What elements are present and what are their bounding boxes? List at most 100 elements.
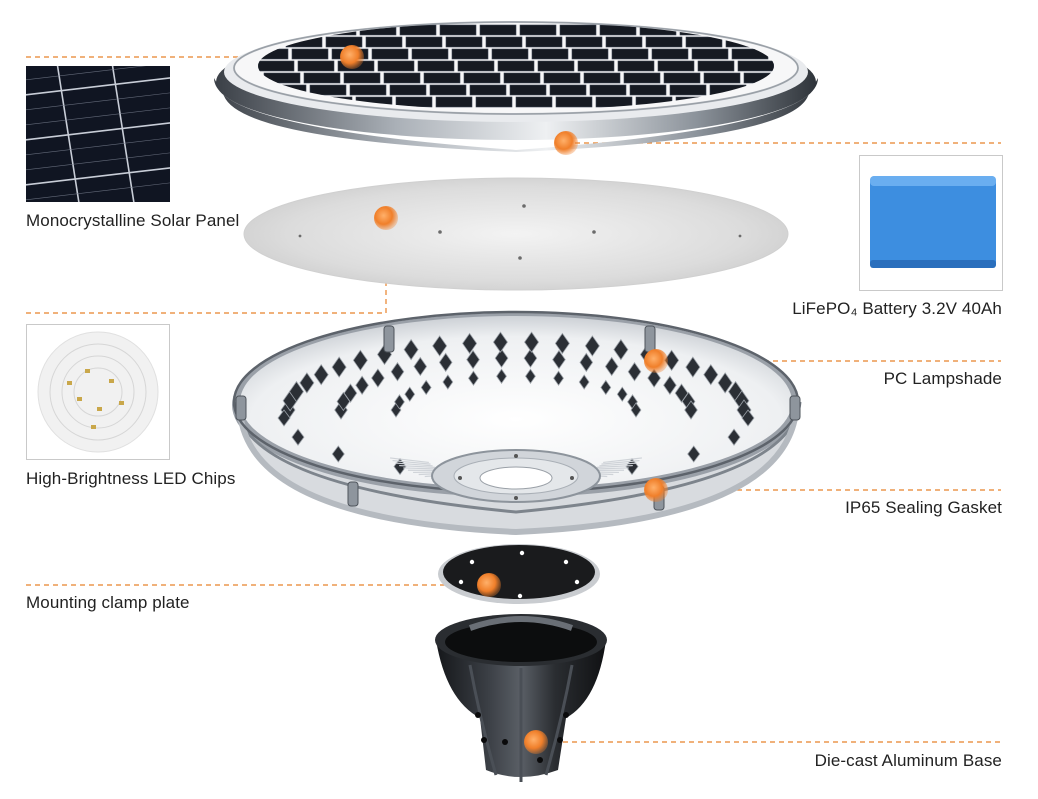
reflector-facet (288, 380, 304, 403)
solar-cell (595, 96, 633, 108)
solar-cell (469, 84, 507, 96)
reflector-facet (343, 383, 358, 403)
base-part (435, 614, 607, 782)
solar-cell (537, 60, 575, 72)
reflector-rib (601, 459, 640, 465)
solar-cell (405, 36, 443, 48)
battery-thumbnail (859, 155, 1003, 291)
solar-cell (645, 36, 683, 48)
reflector-rib (395, 462, 433, 467)
lampshade-part (232, 310, 802, 536)
solar-cell (571, 48, 609, 60)
solar-cell (258, 24, 277, 36)
solar-cell (291, 48, 329, 60)
solar-cell (371, 48, 409, 60)
solar-cell (503, 72, 541, 84)
reflector-facet (525, 368, 536, 384)
reflector-facet (313, 363, 329, 386)
reflector-facet (630, 402, 642, 418)
solar-cell (577, 60, 615, 72)
reflector-facet (299, 372, 315, 394)
reflector-facet (663, 375, 677, 395)
solar-cell (589, 84, 627, 96)
solar-cell (435, 96, 473, 108)
reflector-rib (392, 459, 431, 465)
solar-cell (439, 24, 477, 36)
reflector-rib (596, 464, 633, 469)
reflector-facet (355, 375, 369, 395)
solar-cell (457, 60, 495, 72)
solar-cell (663, 72, 701, 84)
reflector-rib (399, 464, 436, 469)
reflector-facet (600, 379, 612, 396)
solar-cell (651, 48, 689, 60)
reflector-facet (492, 331, 508, 353)
reflector-facet (496, 368, 507, 384)
solar-panel-part (214, 21, 818, 152)
callout-dot-lampshade (644, 349, 668, 373)
solar-cell (303, 72, 341, 84)
solar-cell (429, 84, 467, 96)
solar-cell (309, 84, 347, 96)
solar-cell (657, 60, 695, 72)
reflector-facet (352, 349, 368, 372)
callout-dot-gasket (644, 478, 668, 502)
solar-cell (531, 48, 569, 60)
reflector-rib (403, 467, 439, 470)
reflector-facet (442, 374, 454, 390)
reflector-facet (613, 338, 629, 361)
solar-cell (383, 72, 421, 84)
reflector-facet (717, 372, 733, 394)
reflector-facet (687, 445, 701, 463)
solar-cell (703, 72, 741, 84)
reflector-facet (331, 356, 347, 378)
reflector-facet (466, 349, 480, 370)
reflector-facet (578, 374, 590, 390)
reflector-facet (394, 394, 405, 410)
solar-cell (377, 60, 415, 72)
reflector-facet (727, 428, 741, 446)
solar-cell (509, 84, 547, 96)
solar-cell (349, 84, 387, 96)
solar-cell (497, 60, 535, 72)
solar-cell (719, 24, 757, 36)
callout-dot-battery (554, 131, 578, 155)
solar-cell (451, 48, 489, 60)
solar-cell (475, 96, 513, 108)
solar-cell (343, 72, 381, 84)
solar-cell (555, 96, 593, 108)
solar-cell (519, 24, 557, 36)
solar-cell (617, 60, 655, 72)
solar-cell (515, 96, 553, 108)
reflector-facet (579, 352, 594, 373)
reflector-facet (413, 356, 428, 377)
solar-cell (629, 84, 667, 96)
reflector-facet (404, 386, 416, 402)
reflector-facet (554, 332, 570, 355)
callout-dot-led-chips (374, 206, 398, 230)
solar-cell (445, 36, 483, 48)
reflector-facet (390, 362, 405, 382)
solar-cell (611, 48, 649, 60)
solar-cell (583, 72, 621, 84)
reflector-facet (703, 363, 719, 386)
reflector-facet (371, 368, 385, 388)
solar-cell (605, 36, 643, 48)
led-board-thumbnail (26, 324, 170, 460)
solar-cell (258, 60, 295, 72)
diffuser-disc-part (243, 177, 789, 291)
reflector-facet (523, 348, 538, 368)
reflector-facet (627, 362, 642, 382)
reflector-facet (432, 335, 448, 357)
solar-cell (423, 72, 461, 84)
reflector-facet (674, 383, 689, 403)
solar-cell (491, 48, 529, 60)
solar-cell (365, 36, 403, 48)
solar-cell (417, 60, 455, 72)
solar-cell (549, 84, 587, 96)
reflector-facet (403, 338, 419, 361)
clamp-plate-part (438, 544, 600, 604)
reflector-facet (684, 400, 698, 420)
reflector-facet (291, 428, 305, 446)
